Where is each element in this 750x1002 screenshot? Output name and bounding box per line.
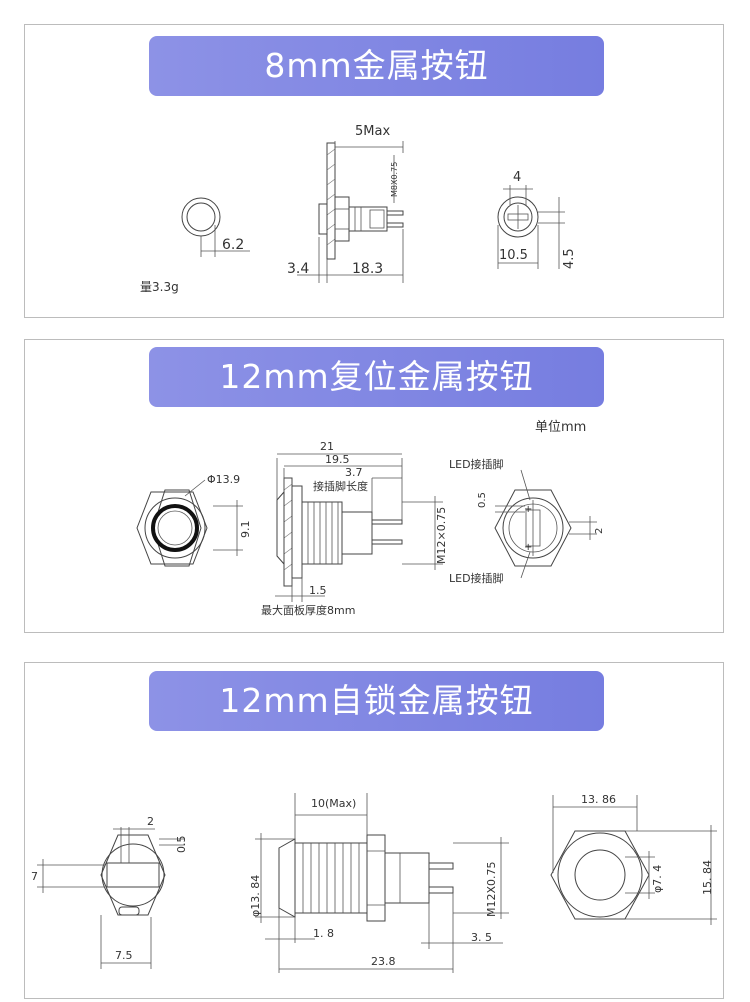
pin-mark-bottom: + xyxy=(524,542,532,553)
rear-view-latching: 13. 86 φ7. 4 15. 84 xyxy=(550,793,717,925)
dim-3-4: 3.4 xyxy=(287,261,309,277)
dim-0-5: 0.5 xyxy=(175,836,188,854)
thread-label: M12×0.75 xyxy=(435,507,448,564)
max-panel-note: 最大面板厚度8mm xyxy=(261,603,355,617)
dim-0-5: 0.5 xyxy=(477,492,488,508)
dim-4: 4 xyxy=(513,170,521,185)
dim-2: 2 xyxy=(147,815,154,828)
unit-label: 单位mm xyxy=(535,420,586,435)
dim-10-5: 10.5 xyxy=(499,248,528,263)
dim-15-84: 15. 84 xyxy=(701,860,714,895)
front-view-8mm: 6.2 xyxy=(181,197,250,257)
side-view-reset: 21 19.5 3.7 接插脚长度 M12×0.75 1.5 最大面板厚度8mm xyxy=(261,440,448,617)
dim-phi-13-9: Φ13.9 xyxy=(207,473,240,486)
dim-2: 2 xyxy=(594,528,605,534)
rear-view-8mm: 4 10.5 4.5 xyxy=(497,170,577,269)
dim-5max: 5Max xyxy=(355,124,390,139)
dim-3-7: 3.7 xyxy=(345,466,363,479)
weight-note: 量3.3g xyxy=(140,280,179,294)
section-12mm-reset: 12mm复位金属按钮 单位mm Φ13.9 9.1 xyxy=(24,339,724,633)
dim-7-5: 7.5 xyxy=(115,949,133,962)
dim-7: 7 xyxy=(31,870,38,883)
thread-label: M12X0.75 xyxy=(485,861,498,917)
rear-view-reset: + + LED接插脚 LED接插脚 0.5 2 xyxy=(449,457,605,585)
dim-1-8: 1. 8 xyxy=(313,927,334,940)
dim-9-1: 9.1 xyxy=(239,521,252,539)
dim-18-3: 18.3 xyxy=(352,261,383,277)
drawing-12mm-latching: 2 0.5 7 7.5 xyxy=(31,793,717,973)
dim-phi-13-84: φ13. 84 xyxy=(249,875,262,917)
dim-3-5: 3. 5 xyxy=(471,931,492,944)
pin-length-label: 接插脚长度 xyxy=(313,479,368,493)
section-title: 8mm金属按钮 xyxy=(149,36,604,96)
dim-phi-7-4: φ7. 4 xyxy=(651,865,664,893)
section-title: 12mm复位金属按钮 xyxy=(149,347,604,407)
led-pin-bottom-label: LED接插脚 xyxy=(449,571,504,585)
section-12mm-latching: 12mm自锁金属按钮 2 0.5 7 7.5 xyxy=(24,662,724,999)
dim-6-2: 6.2 xyxy=(222,237,244,253)
front-view-reset: Φ13.9 9.1 xyxy=(136,473,252,567)
thread-label: M8X0.75 xyxy=(390,162,399,197)
dim-10-max: 10(Max) xyxy=(311,797,356,810)
dim-13-86: 13. 86 xyxy=(581,793,616,806)
section-8mm: 8mm金属按钮 6.2 xyxy=(24,24,724,318)
dim-1-5: 1.5 xyxy=(309,584,327,597)
dim-23-8: 23.8 xyxy=(371,955,396,968)
side-view-latching: 10(Max) φ13. 84 M12X0.75 1. 8 3. 5 23.8 xyxy=(249,793,509,973)
front-view-latching: 2 0.5 7 7.5 xyxy=(31,815,188,969)
dim-21: 21 xyxy=(320,440,334,453)
pin-mark-top: + xyxy=(524,504,532,515)
dim-19-5: 19.5 xyxy=(325,453,350,466)
led-pin-top-label: LED接插脚 xyxy=(449,457,504,471)
dim-4-5: 4.5 xyxy=(562,248,577,269)
drawing-12mm-reset: 单位mm Φ13.9 9.1 xyxy=(136,420,605,617)
section-title: 12mm自锁金属按钮 xyxy=(149,671,604,731)
side-view-8mm: 5Max M8X0.75 3.4 18.3 xyxy=(287,124,404,283)
drawing-8mm: 6.2 xyxy=(140,124,577,294)
